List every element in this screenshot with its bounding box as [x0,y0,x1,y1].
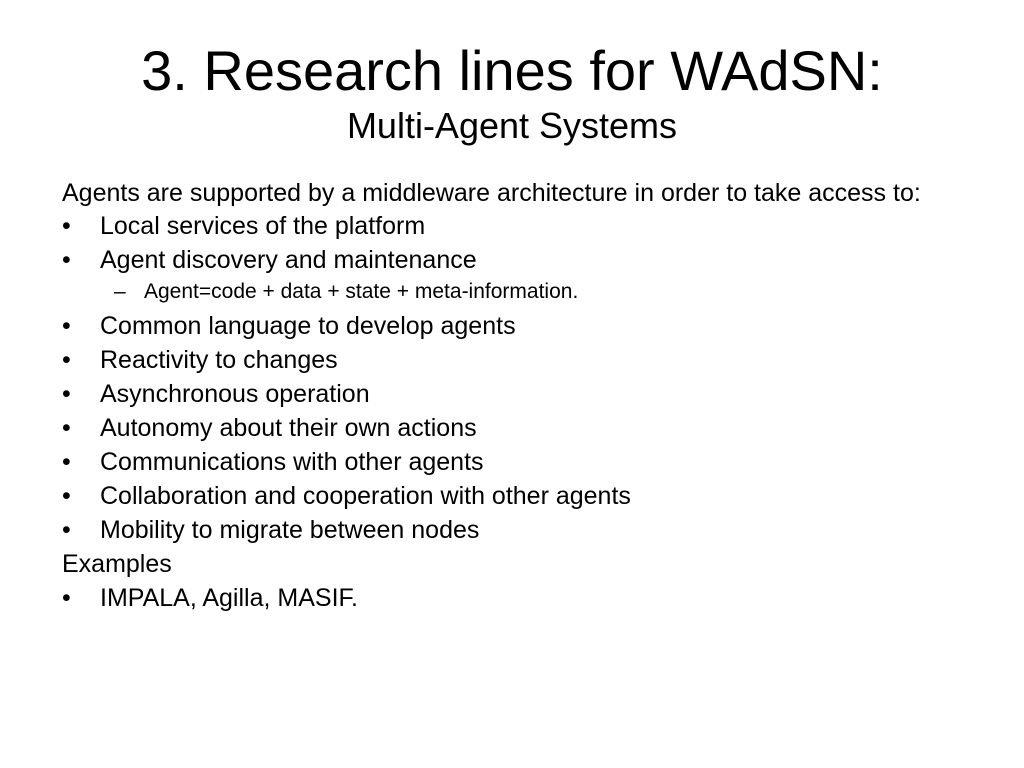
bullet-item: • Local services of the platform [62,212,962,240]
bullet-text: Common language to develop agents [100,312,516,340]
bullet-item: • Collaboration and cooperation with oth… [62,482,962,510]
sub-bullet-text: Agent=code + data + state + meta-informa… [144,280,579,303]
bullet-marker: • [62,380,71,408]
bullet-item: • Communications with other agents [62,448,962,476]
bullet-marker: • [62,584,71,612]
bullet-text: Asynchronous operation [100,380,370,408]
bullet-item: • Reactivity to changes [62,346,962,374]
sub-bullet-item: – Agent=code + data + state + meta-infor… [114,280,962,304]
bullet-item: • Mobility to migrate between nodes [62,516,962,544]
bullet-text: Collaboration and cooperation with other… [100,482,631,510]
bullet-marker: • [62,482,71,510]
bullet-marker: • [62,448,71,476]
bullet-item: • Agent discovery and maintenance [62,246,962,274]
slide-body: Agents are supported by a middleware arc… [62,180,962,618]
bullet-marker: • [62,516,71,544]
bullet-text: Agent discovery and maintenance [100,246,477,274]
bullet-item: • Autonomy about their own actions [62,414,962,442]
bullet-item: • IMPALA, Agilla, MASIF. [62,584,962,612]
bullet-marker: • [62,414,71,442]
bullet-item: • Asynchronous operation [62,380,962,408]
bullet-text: IMPALA, Agilla, MASIF. [100,584,358,612]
slide-title: 3. Research lines for WAdSN: [141,39,883,102]
intro-paragraph: Agents are supported by a middleware arc… [62,179,921,207]
bullet-marker: • [62,246,71,274]
title-block: 3. Research lines for WAdSN: Multi-Agent… [0,38,1024,148]
bullet-text: Communications with other agents [100,448,484,476]
examples-label: Examples [62,550,172,578]
sub-bullet-marker: – [114,280,126,303]
bullet-text: Local services of the platform [100,212,426,240]
bullet-item: • Common language to develop agents [62,312,962,340]
bullet-text: Mobility to migrate between nodes [100,516,480,544]
bullet-text: Autonomy about their own actions [100,414,477,442]
bullet-text: Reactivity to changes [100,346,338,374]
bullet-marker: • [62,346,71,374]
slide-subtitle: Multi-Agent Systems [346,105,678,146]
bullet-marker: • [62,212,71,240]
bullet-marker: • [62,312,71,340]
